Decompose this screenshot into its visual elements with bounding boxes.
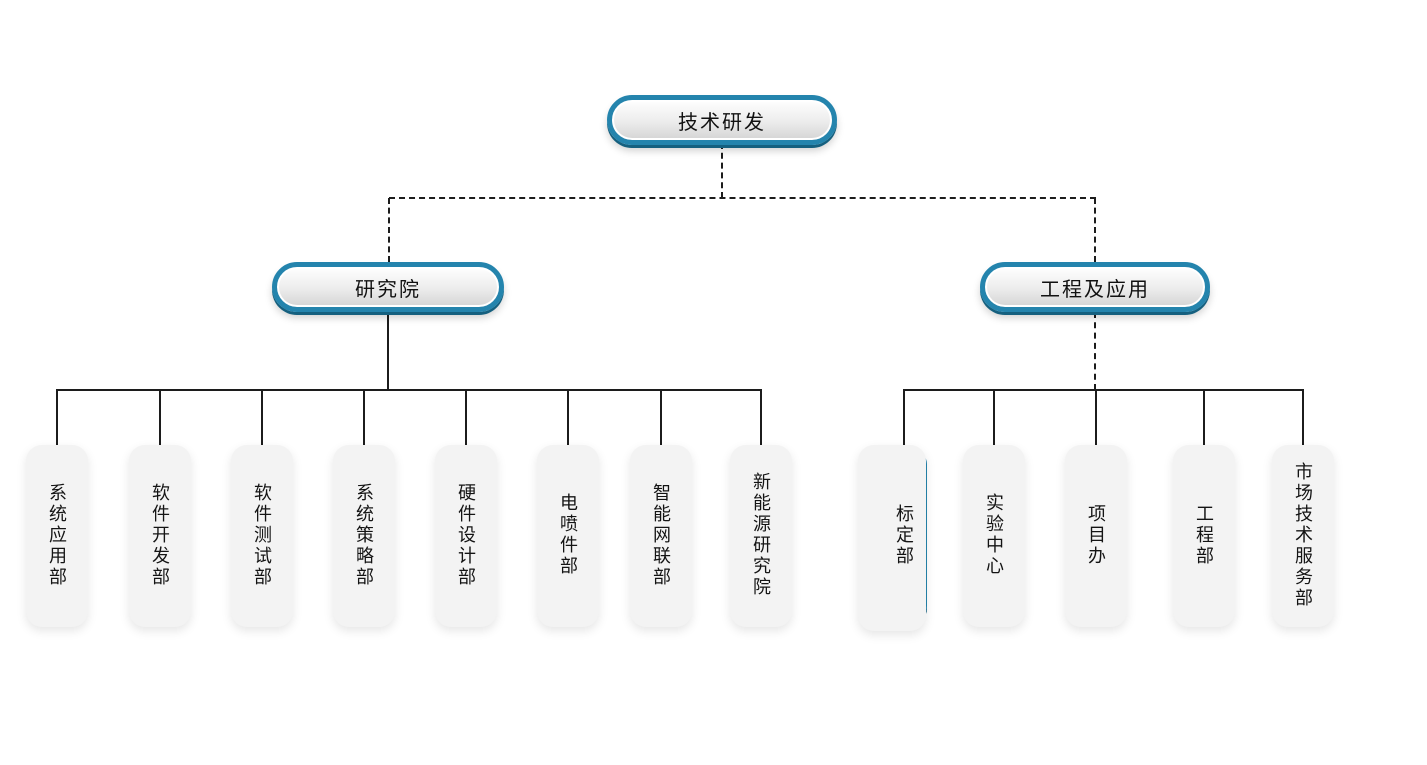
org-node-dept: 系统策略部 (333, 445, 395, 627)
org-node-dept: 实验中心 (963, 445, 1025, 627)
org-node-label: 研究院 (355, 278, 421, 301)
connector-root-drop (721, 143, 723, 198)
dept-label: 实验中心 (984, 493, 1004, 577)
org-node-dept: 项目办 (1065, 445, 1127, 627)
connector-left-branch-drop (387, 312, 389, 390)
org-node-label: 工程及应用 (1040, 278, 1150, 301)
connector-left-bus (56, 389, 762, 391)
org-node-dept: 软件测试部 (231, 445, 293, 627)
dept-label: 标定部 (894, 503, 914, 567)
connector-stub-left-8 (760, 390, 762, 452)
org-node-dept: 智能网联部 (630, 445, 692, 627)
connector-stub-left-7 (660, 390, 662, 452)
connector-top-bus (389, 197, 1096, 199)
dept-label: 软件测试部 (252, 482, 272, 588)
dept-label: 工程部 (1194, 503, 1214, 567)
org-node-research-institute: 研究院 (272, 262, 504, 312)
org-node-dept: 标定部 (858, 445, 927, 631)
dept-label: 硬件设计部 (456, 482, 476, 588)
connector-right-branch-drop (1094, 312, 1096, 390)
connector-stub-right-5 (1302, 390, 1304, 453)
dept-label: 项目办 (1086, 503, 1106, 567)
dept-label: 系统策略部 (354, 482, 374, 588)
connector-stub-left-4 (363, 390, 365, 452)
dept-label: 市场技术服务部 (1293, 461, 1313, 609)
connector-drop-right-branch (1094, 198, 1096, 262)
org-node-dept: 市场技术服务部 (1272, 445, 1334, 627)
connector-right-bus (903, 389, 1304, 391)
dept-label: 智能网联部 (651, 482, 671, 588)
org-node-dept: 电喷件部 (537, 445, 599, 627)
connector-stub-right-4 (1203, 390, 1205, 453)
dept-label: 软件开发部 (150, 482, 170, 588)
connector-stub-right-3 (1095, 390, 1097, 453)
connector-stub-left-5 (465, 390, 467, 452)
dept-label: 新能源研究院 (751, 472, 771, 598)
connector-stub-left-3 (261, 390, 263, 452)
connector-stub-right-2 (993, 390, 995, 453)
org-node-engineering-application: 工程及应用 (980, 262, 1210, 312)
org-node-dept: 工程部 (1173, 445, 1235, 627)
dept-label: 电喷件部 (558, 493, 578, 577)
connector-stub-left-6 (567, 390, 569, 452)
org-node-root: 技术研发 (607, 95, 837, 145)
org-node-root-label: 技术研发 (678, 111, 766, 134)
connector-stub-left-2 (159, 390, 161, 452)
connector-stub-right-1 (903, 390, 905, 453)
org-node-dept: 软件开发部 (129, 445, 191, 627)
org-node-dept: 硬件设计部 (435, 445, 497, 627)
connector-drop-left-branch (388, 198, 390, 262)
org-node-dept: 新能源研究院 (730, 445, 792, 627)
org-node-dept: 系统应用部 (26, 445, 88, 627)
connector-stub-left-1 (56, 390, 58, 452)
dept-label: 系统应用部 (47, 482, 67, 588)
